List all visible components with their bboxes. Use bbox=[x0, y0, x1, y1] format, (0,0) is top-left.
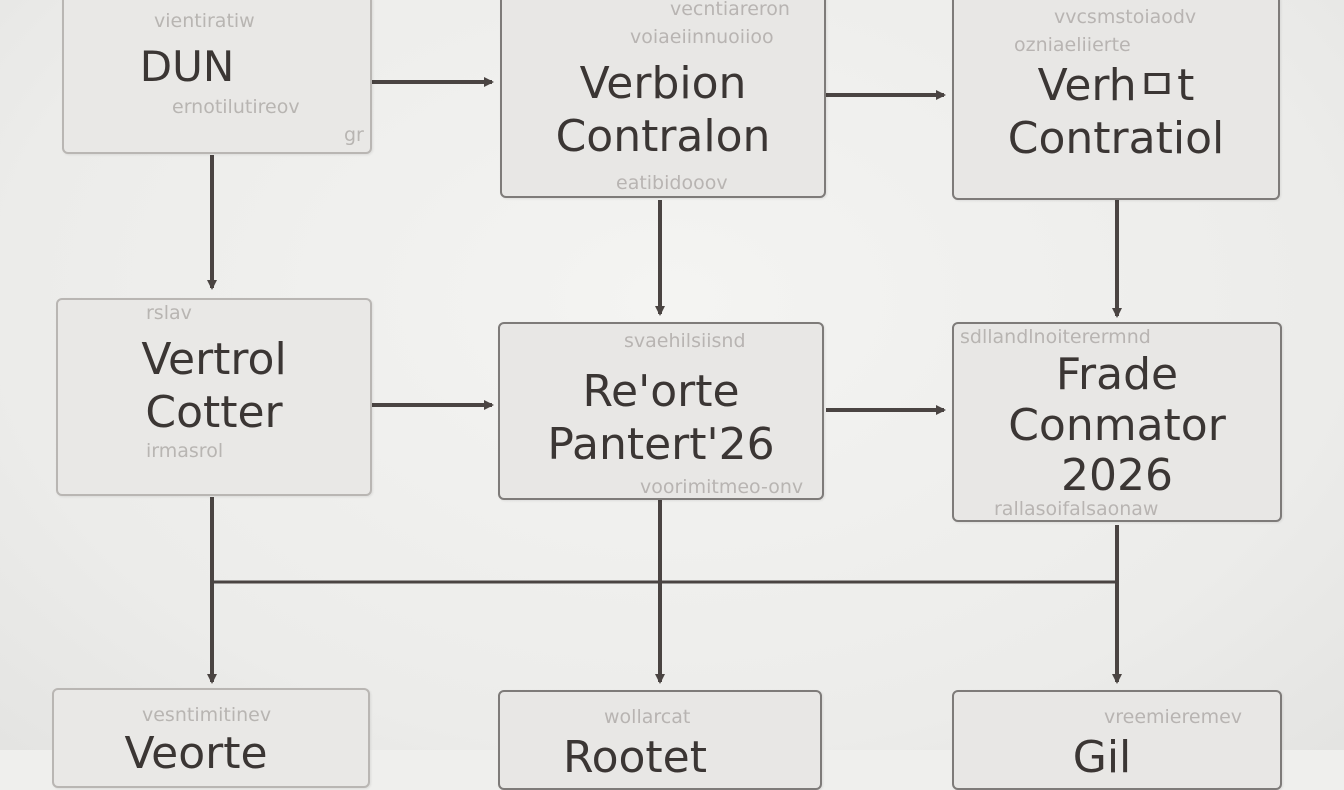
node-reorte-pantert[interactable]: svaehilsiisnd Re'orte Pantert'26 voorimi… bbox=[498, 322, 824, 500]
ghost-text: rslav bbox=[146, 302, 192, 324]
ghost-text: voiaeiinnuoiioo bbox=[630, 26, 774, 48]
ghost-text: ernotilutireov bbox=[172, 96, 300, 118]
node-rootet[interactable]: wollarcat Rootet bbox=[498, 690, 822, 790]
node-dun[interactable]: vientiratiw DUN ernotilutireov gr bbox=[62, 0, 372, 154]
node-verbion-contralon[interactable]: vecntiareron voiaeiinnuoiioo Verbion Con… bbox=[500, 0, 826, 198]
ghost-text: eatibidooov bbox=[616, 172, 728, 194]
node-label: Re'orte Pantert'26 bbox=[547, 366, 775, 470]
ghost-text: rallasoifalsaonaw bbox=[994, 498, 1159, 520]
node-label: Veorte bbox=[124, 728, 268, 779]
ghost-text: irmasrol bbox=[146, 440, 224, 462]
ghost-text: vecntiareron bbox=[670, 0, 790, 20]
ghost-text: vvcsmstoiaodv bbox=[1054, 6, 1197, 28]
node-frade-conmator[interactable]: sdllandlnoiterermnd Frade Conmator 2026 … bbox=[952, 322, 1282, 522]
connector-layer bbox=[207, 77, 1122, 684]
node-vertrol-cotter[interactable]: rslav Vertrol Cotter irmasrol bbox=[56, 298, 372, 496]
ghost-text: sdllandlnoiterermnd bbox=[960, 326, 1151, 348]
node-label: Verhㅁt Contratiol bbox=[1007, 60, 1225, 164]
ghost-text: svaehilsiisnd bbox=[624, 330, 746, 352]
node-label: DUN bbox=[139, 42, 235, 91]
ghost-text: wollarcat bbox=[604, 706, 691, 728]
ghost-text: voorimitmeo-onv bbox=[640, 476, 804, 498]
ghost-text: vreemieremev bbox=[1104, 706, 1243, 728]
node-label: Frade Conmator 2026 bbox=[1008, 349, 1226, 502]
node-veorte[interactable]: vesntimitinev Veorte bbox=[52, 688, 370, 788]
node-label: Vertrol Cotter bbox=[141, 334, 287, 438]
ghost-text: vientiratiw bbox=[154, 10, 255, 32]
ghost-text: vesntimitinev bbox=[142, 704, 272, 726]
node-gil[interactable]: vreemieremev Gil bbox=[952, 690, 1282, 790]
ghost-text: ozniaeliierte bbox=[1014, 34, 1131, 56]
node-label: Verbion Contralon bbox=[555, 58, 771, 162]
node-label: Gil bbox=[1072, 732, 1132, 783]
ghost-text: gr bbox=[344, 124, 364, 146]
node-verht-contratiol[interactable]: vvcsmstoiaodv ozniaeliierte Verhㅁt Contr… bbox=[952, 0, 1280, 200]
node-label: Rootet bbox=[562, 732, 707, 783]
